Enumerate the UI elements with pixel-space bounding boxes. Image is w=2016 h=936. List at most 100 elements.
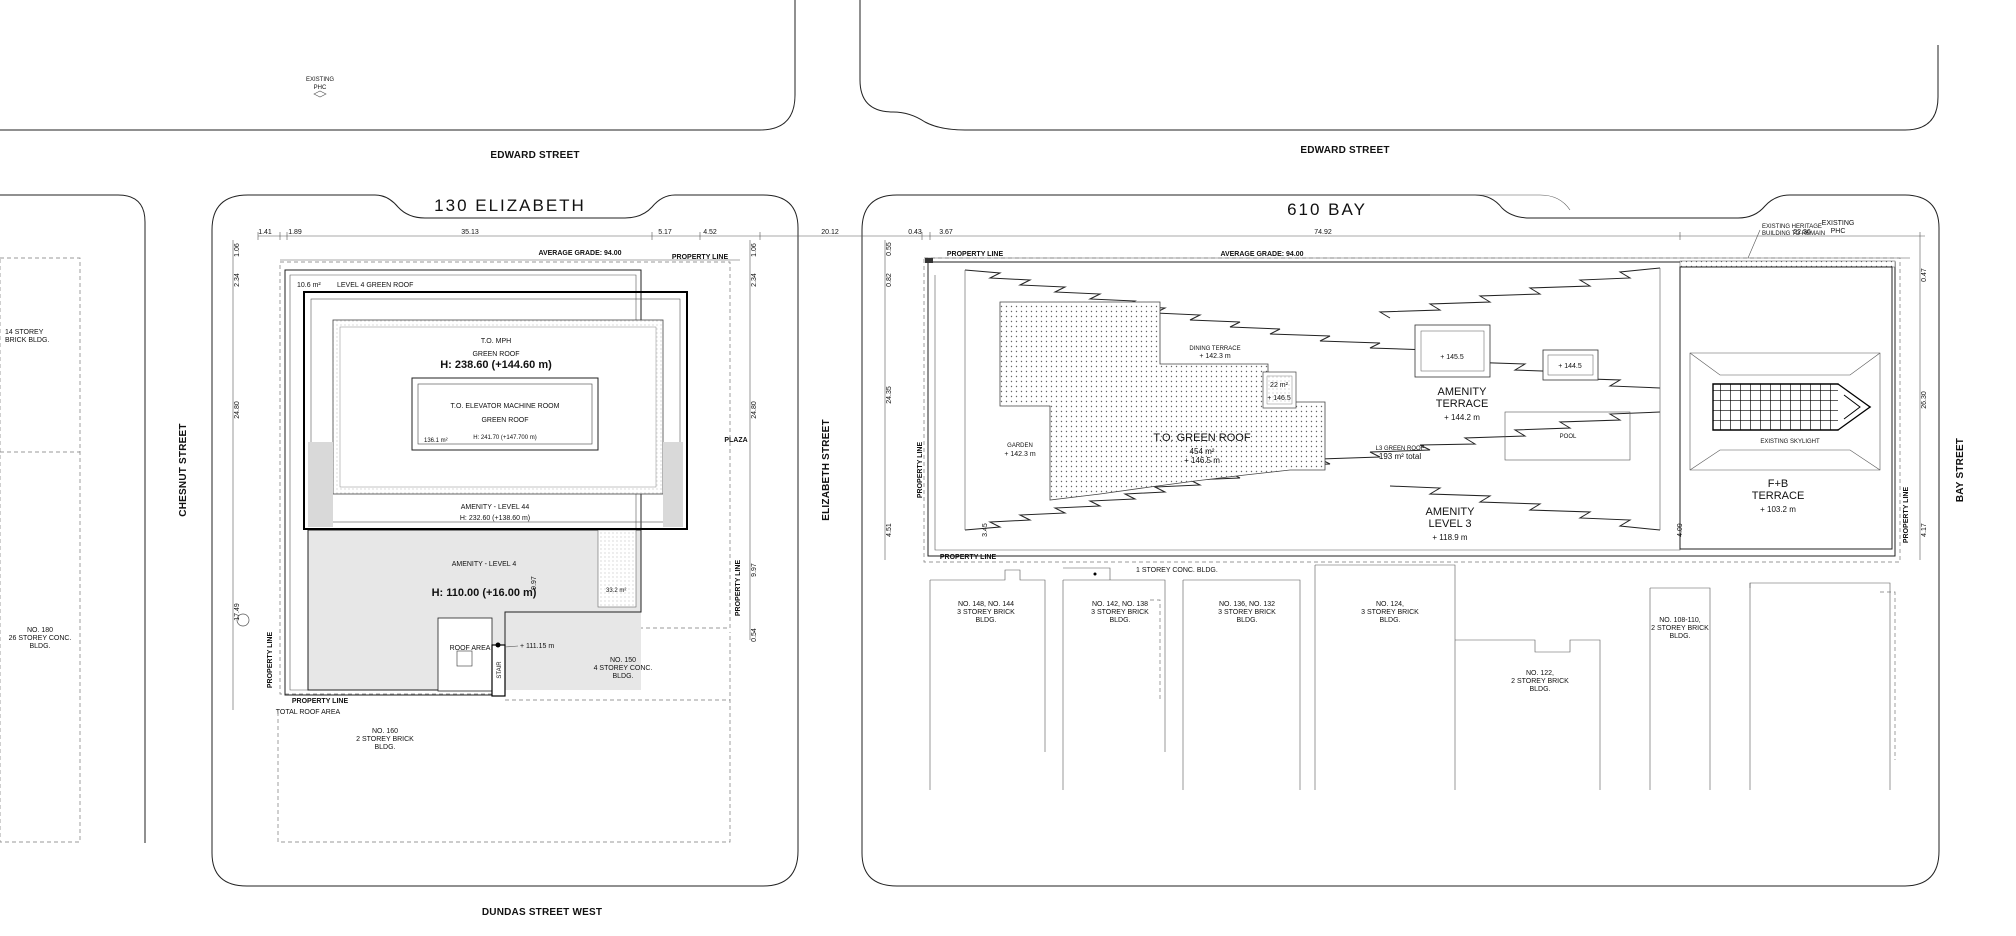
svg-text:ROOF AREA: ROOF AREA: [450, 645, 491, 652]
svg-text:0.82: 0.82: [886, 273, 893, 287]
svg-text:EXISTING: EXISTING: [306, 77, 334, 83]
svg-text:AVERAGE GRADE: 94.00: AVERAGE GRADE: 94.00: [538, 250, 621, 257]
site-610-bay: 20.12 0.43 3.67 74.92 22.36 0.55 0.82 24…: [760, 224, 1928, 563]
svg-text:PROPERTY LINE: PROPERTY LINE: [735, 560, 742, 617]
svg-text:GREEN ROOF: GREEN ROOF: [481, 417, 528, 424]
svg-text:BLDG.: BLDG.: [1529, 686, 1550, 693]
svg-text:F+B: F+B: [1768, 478, 1788, 490]
svg-text:4.52: 4.52: [703, 229, 717, 236]
svg-text:DINING TERRACE: DINING TERRACE: [1189, 346, 1240, 352]
svg-text:3.45: 3.45: [982, 523, 989, 537]
svg-text:26.30: 26.30: [1921, 391, 1928, 409]
svg-text:AMENITY: AMENITY: [1426, 506, 1476, 518]
svg-text:BLDG.: BLDG.: [612, 673, 633, 680]
svg-text:NO. 124,: NO. 124,: [1376, 601, 1404, 608]
svg-text:EXISTING HERITAGE: EXISTING HERITAGE: [1762, 224, 1822, 230]
svg-text:LEVEL 3: LEVEL 3: [1428, 518, 1471, 530]
svg-text:4.17: 4.17: [1921, 523, 1928, 537]
svg-text:BLDG.: BLDG.: [975, 617, 996, 624]
svg-text:GREEN ROOF: GREEN ROOF: [472, 351, 519, 358]
svg-text:STAIR: STAIR: [497, 661, 503, 679]
svg-text:T.O. GREEN ROOF: T.O. GREEN ROOF: [1153, 432, 1250, 444]
street-edward-left: EDWARD STREET: [490, 150, 579, 161]
svg-text:33.2 m²: 33.2 m²: [606, 588, 626, 594]
svg-text:PHC: PHC: [1831, 228, 1846, 235]
svg-text:EXISTING SKYLIGHT: EXISTING SKYLIGHT: [1760, 439, 1820, 445]
neighbour-no-136: NO. 136, NO. 132 3 STOREY BRICK BLDG.: [1218, 601, 1276, 624]
svg-text:5.17: 5.17: [658, 229, 672, 236]
svg-text:10.6 m²: 10.6 m²: [297, 282, 321, 289]
svg-text:+ 142.3 m: + 142.3 m: [1199, 353, 1230, 360]
svg-text:2 STOREY BRICK: 2 STOREY BRICK: [356, 736, 414, 743]
svg-text:PHC: PHC: [314, 85, 327, 91]
svg-text:BRICK BLDG.: BRICK BLDG.: [5, 337, 49, 344]
neighbour-no-122: NO. 122, 2 STOREY BRICK BLDG.: [1511, 670, 1569, 693]
svg-text:NO. 160: NO. 160: [372, 728, 398, 735]
svg-text:1.89: 1.89: [288, 229, 302, 236]
svg-text:+ 118.9 m: + 118.9 m: [1432, 533, 1468, 542]
street-chesnut: CHESNUT STREET: [178, 423, 189, 516]
svg-text:BLDG.: BLDG.: [1109, 617, 1130, 624]
svg-text:T.O. MPH: T.O. MPH: [481, 338, 511, 345]
svg-text:+ 145.5: + 145.5: [1440, 354, 1464, 361]
svg-text:2 STOREY BRICK: 2 STOREY BRICK: [1511, 678, 1569, 685]
svg-text:BLDG.: BLDG.: [1379, 617, 1400, 624]
svg-text:0.55: 0.55: [886, 242, 893, 256]
svg-text:LEVEL 4 GREEN ROOF: LEVEL 4 GREEN ROOF: [337, 282, 413, 289]
svg-text:NO. 150: NO. 150: [610, 657, 636, 664]
svg-text:+ 146.5: + 146.5: [1267, 395, 1291, 402]
neighbour-one-storey: 1 STOREY CONC. BLDG.: [1136, 567, 1218, 574]
svg-text:24.80: 24.80: [234, 401, 241, 419]
svg-text:AMENITY - LEVEL 4: AMENITY - LEVEL 4: [452, 561, 517, 568]
svg-text:3.67: 3.67: [939, 229, 953, 236]
svg-text:AMENITY: AMENITY: [1438, 386, 1488, 398]
svg-text:PROPERTY LINE: PROPERTY LINE: [267, 632, 274, 689]
neighbour-no-148: NO. 148, NO. 144 3 STOREY BRICK BLDG.: [957, 601, 1015, 624]
neighbour-no-108: NO. 108-110, 2 STOREY BRICK BLDG.: [1651, 617, 1709, 640]
svg-text:35.13: 35.13: [461, 229, 479, 236]
svg-text:H: 241.70 (+147.700 m): H: 241.70 (+147.700 m): [473, 435, 537, 441]
svg-text:454 m²: 454 m²: [1190, 447, 1215, 456]
svg-text:22.36: 22.36: [1793, 229, 1811, 236]
svg-text:1.06: 1.06: [751, 243, 758, 257]
block-outlines: [0, 0, 1940, 887]
svg-text:TERRACE: TERRACE: [1752, 490, 1805, 502]
svg-text:3 STOREY BRICK: 3 STOREY BRICK: [957, 609, 1015, 616]
svg-text:PROPERTY LINE: PROPERTY LINE: [917, 442, 924, 499]
svg-text:BLDG.: BLDG.: [1236, 617, 1257, 624]
neighbour-no-124: NO. 124, 3 STOREY BRICK BLDG.: [1361, 601, 1419, 624]
phc-marker-right: EXISTING PHC: [1822, 220, 1855, 235]
svg-text:BLDG.: BLDG.: [374, 744, 395, 751]
svg-text:+ 103.2 m: + 103.2 m: [1760, 505, 1796, 514]
svg-text:L3 GREEN ROOF: L3 GREEN ROOF: [1376, 446, 1425, 452]
neighbours-right-footprints: [929, 564, 1896, 790]
svg-text:BUILDING TO REMAIN: BUILDING TO REMAIN: [1762, 231, 1825, 237]
svg-text:2.34: 2.34: [751, 273, 758, 287]
neighbour-14-storey: 14 STOREY BRICK BLDG.: [5, 329, 49, 344]
svg-text:H: 232.60 (+138.60 m): H: 232.60 (+138.60 m): [460, 515, 530, 522]
svg-text:3 STOREY BRICK: 3 STOREY BRICK: [1361, 609, 1419, 616]
street-elizabeth: ELIZABETH STREET: [821, 419, 832, 521]
svg-text:1.41: 1.41: [258, 229, 272, 236]
svg-text:BLDG.: BLDG.: [1669, 633, 1690, 640]
svg-text:NO. 136, NO. 132: NO. 136, NO. 132: [1219, 601, 1275, 608]
svg-text:BLDG.: BLDG.: [29, 643, 50, 650]
svg-text:0.54: 0.54: [751, 628, 758, 642]
svg-text:PLAZA: PLAZA: [724, 437, 747, 444]
svg-text:NO. 142, NO. 138: NO. 142, NO. 138: [1092, 601, 1148, 608]
svg-text:193 m² total: 193 m² total: [1379, 452, 1421, 461]
svg-text:TERRACE: TERRACE: [1436, 398, 1489, 410]
svg-text:+ 142.3 m: + 142.3 m: [1004, 451, 1035, 458]
svg-text:+ 146.5 m: + 146.5 m: [1184, 456, 1220, 465]
svg-text:22 m²: 22 m²: [1270, 382, 1289, 389]
svg-text:NO. 108-110,: NO. 108-110,: [1659, 617, 1701, 624]
svg-text:9.97: 9.97: [531, 576, 538, 590]
site-title-130-elizabeth: 130 ELIZABETH: [434, 196, 586, 215]
svg-text:AVERAGE GRADE: 94.00: AVERAGE GRADE: 94.00: [1220, 251, 1303, 258]
svg-text:14 STOREY: 14 STOREY: [5, 329, 44, 336]
svg-text:136.1 m²: 136.1 m²: [424, 438, 448, 444]
svg-text:PROPERTY LINE: PROPERTY LINE: [292, 698, 349, 705]
svg-text:H: 110.00 (+16.00 m): H: 110.00 (+16.00 m): [432, 587, 537, 599]
svg-text:74.92: 74.92: [1314, 229, 1332, 236]
